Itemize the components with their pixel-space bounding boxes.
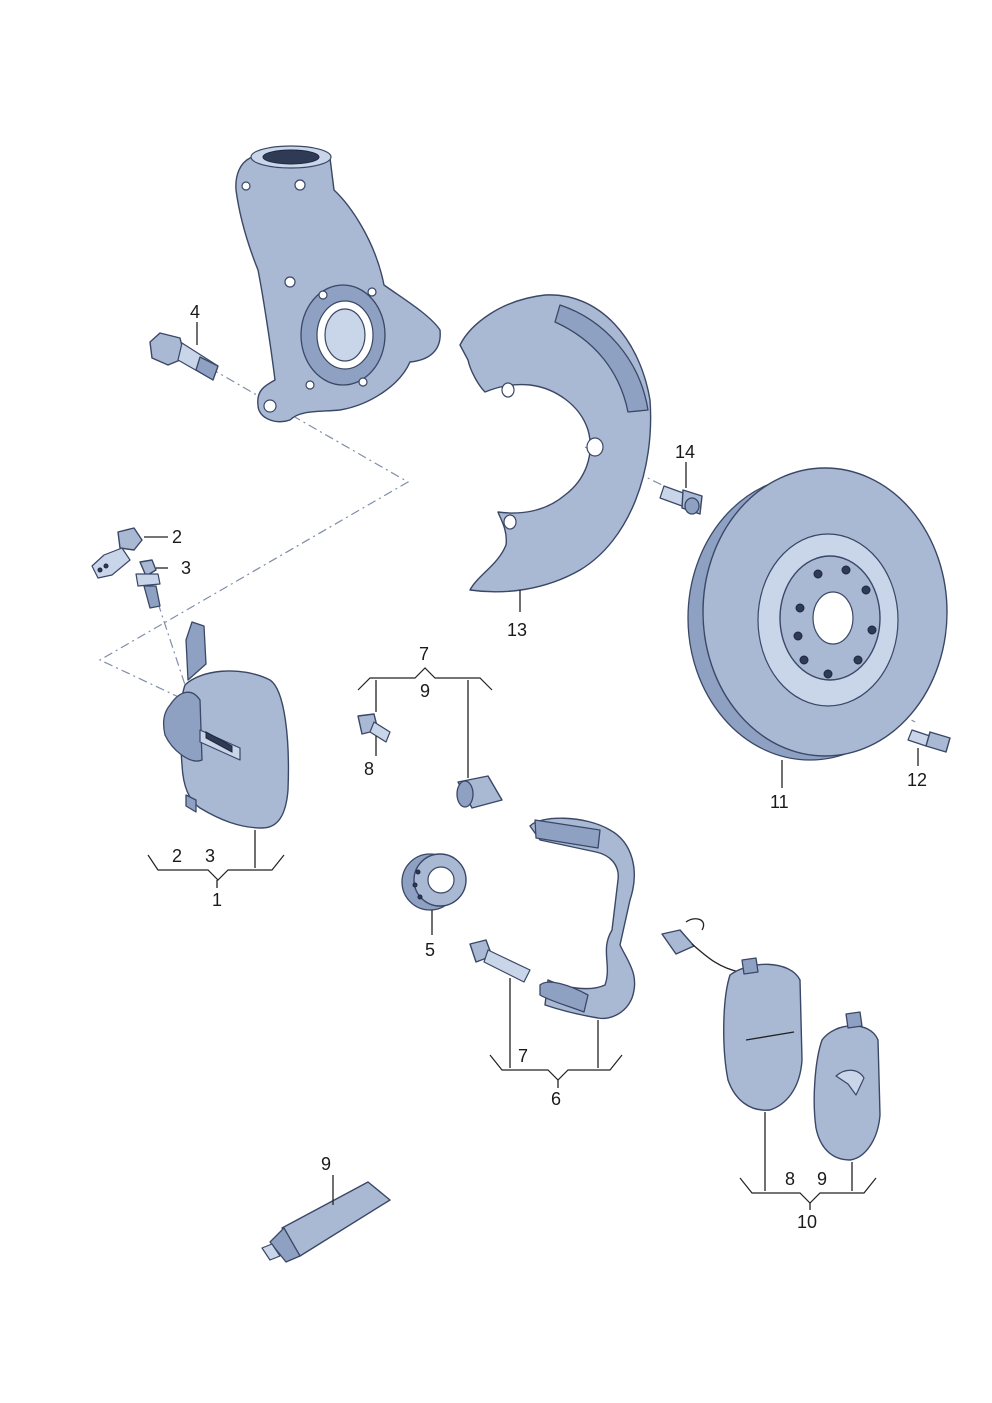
label-11: 11 — [770, 792, 789, 812]
label-13: 13 — [507, 620, 527, 640]
label-9-top: 9 — [420, 681, 430, 701]
label-4: 4 — [190, 302, 200, 322]
brake-dust-shield — [459, 294, 652, 593]
steering-knuckle — [235, 145, 441, 423]
label-12: 12 — [907, 770, 927, 790]
brake-disc — [687, 467, 948, 761]
label-10: 10 — [797, 1212, 817, 1232]
brake-pad-outer — [723, 957, 803, 1111]
label-7-top: 7 — [419, 644, 429, 664]
label-7-bracket: 7 — [518, 1046, 528, 1066]
leader-lines — [144, 322, 919, 1210]
label-8-bracket: 8 — [785, 1169, 795, 1189]
label-2: 2 — [172, 527, 182, 547]
label-9-bracket: 9 — [817, 1169, 827, 1189]
label-3: 3 — [181, 558, 191, 578]
callout-labels: 4 2 3 14 13 7 9 8 11 12 2 3 1 5 7 6 9 8 … — [172, 302, 927, 1232]
bush-5 — [401, 853, 467, 911]
brake-caliper — [163, 621, 290, 829]
label-5: 5 — [425, 940, 435, 960]
label-9-tube: 9 — [321, 1154, 331, 1174]
bleeder-screw-3 — [135, 559, 161, 609]
wear-sensor — [661, 918, 741, 973]
hex-bolt-4 — [149, 332, 219, 381]
grease-tube — [261, 1181, 391, 1263]
bleeder-cap-2 — [91, 527, 143, 579]
label-1: 1 — [212, 890, 222, 910]
label-2-bracket: 2 — [172, 846, 182, 866]
carrier-bolt-7 — [469, 939, 531, 983]
guide-sleeve — [456, 775, 503, 809]
label-6: 6 — [551, 1089, 561, 1109]
screw-14 — [659, 485, 703, 515]
brake-carrier — [529, 817, 636, 1020]
label-3-bracket: 3 — [205, 846, 215, 866]
brake-pad-inner — [813, 1011, 881, 1161]
label-8-top: 8 — [364, 759, 374, 779]
screw-12 — [907, 729, 951, 753]
guide-bolt-8 — [357, 713, 391, 743]
label-14: 14 — [675, 442, 695, 462]
